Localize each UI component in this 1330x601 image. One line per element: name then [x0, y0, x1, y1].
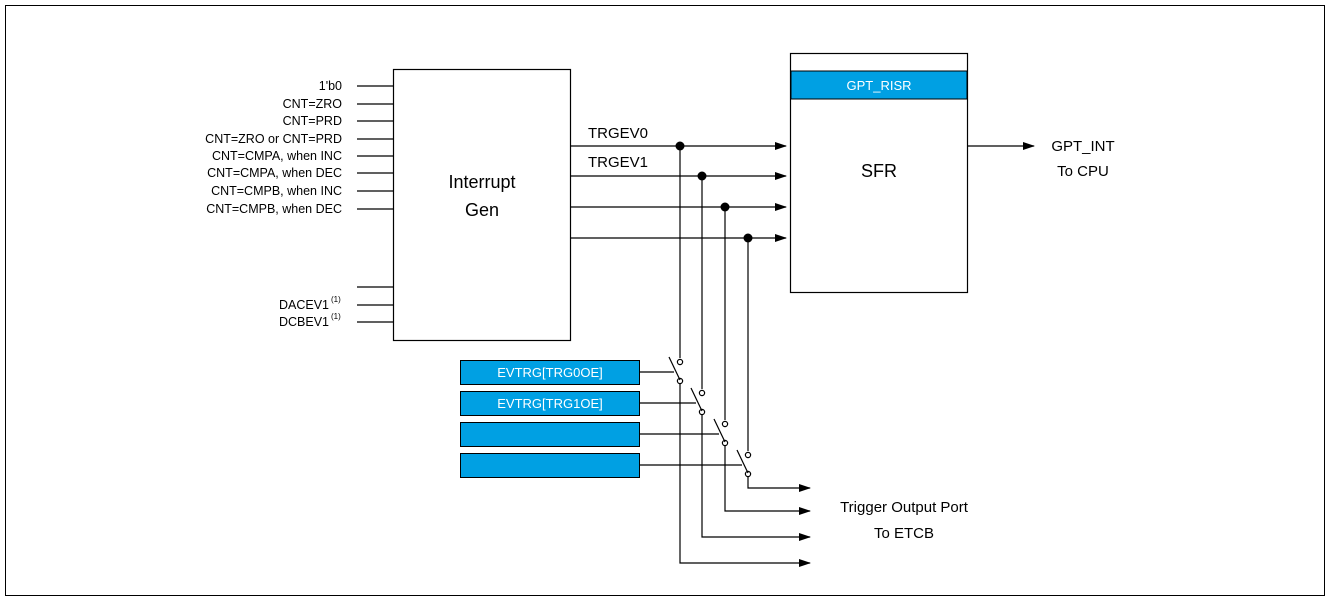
- enable-registers: EVTRG[TRG0OE] EVTRG[TRG1OE]: [460, 360, 640, 478]
- input-label: CNT=CMPB, when DEC: [206, 202, 342, 216]
- input-label: CNT=CMPB, when INC: [211, 184, 342, 198]
- interrupt-gen-label-1: Interrupt: [448, 172, 515, 192]
- enable-register-label: EVTRG[TRG0OE]: [497, 365, 602, 380]
- switches: [668, 356, 752, 478]
- interrupt-gen-block: [392, 68, 572, 342]
- gpt-risr-register: [790, 70, 968, 100]
- input-label: CNT=CMPA, when INC: [212, 149, 342, 163]
- input-label: DCBEV1: [279, 315, 329, 329]
- input-label: 1'b0: [319, 79, 342, 93]
- trgev1-label: TRGEV1: [588, 154, 648, 171]
- trigger-output-label-2: To ETCB: [874, 525, 934, 542]
- control-lines: [640, 371, 742, 466]
- input-footnote: (1): [331, 312, 341, 321]
- sfr-label: SFR: [861, 161, 897, 181]
- input-label: DACEV1: [279, 298, 329, 312]
- input-label: CNT=PRD: [283, 114, 342, 128]
- input-label: CNT=CMPA, when DEC: [207, 166, 342, 180]
- tap-lines: [679, 146, 749, 451]
- to-cpu-label: To CPU: [1057, 163, 1109, 180]
- enable-register-box: [460, 391, 640, 416]
- trgev0-label: TRGEV0: [588, 125, 648, 142]
- enable-register-label: EVTRG[TRG1OE]: [497, 396, 602, 411]
- diagram-border: [5, 5, 1325, 596]
- input-label: CNT=ZRO: [283, 97, 343, 111]
- input-footnote: (1): [331, 295, 341, 304]
- enable-register-box: [460, 422, 640, 447]
- gpt-risr-label: GPT_RISR: [846, 78, 911, 93]
- interrupt-gen-label-2: Gen: [465, 200, 499, 220]
- input-label: CNT=ZRO or CNT=PRD: [205, 132, 342, 146]
- enable-register-box: [460, 360, 640, 385]
- enable-register-box: [460, 453, 640, 478]
- trigger-output-lines: [679, 384, 811, 567]
- trigger-output-label-1: Trigger Output Port: [840, 499, 969, 516]
- gpt-int-label: GPT_INT: [1051, 138, 1114, 155]
- junction-dots: [675, 141, 753, 243]
